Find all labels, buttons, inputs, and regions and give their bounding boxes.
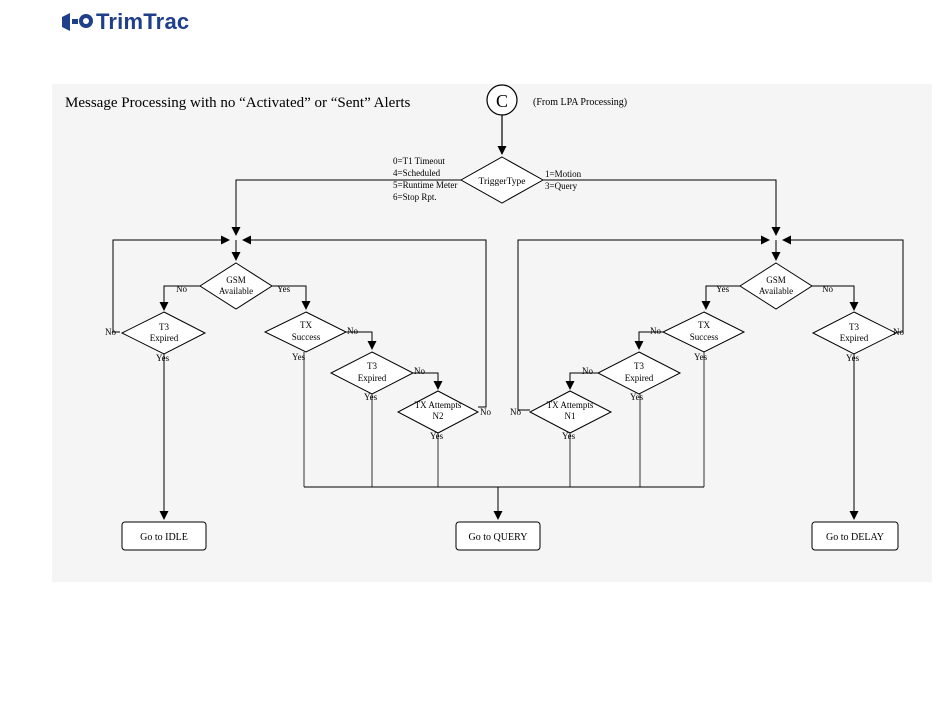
right-txa-yes-label: Yes — [562, 431, 576, 441]
right-t3-no-label: No — [893, 327, 904, 337]
diagram-title: Message Processing with no “Activated” o… — [65, 95, 410, 111]
edge-right-txa-no-loop — [517, 235, 770, 411]
trigger-right-line: 3=Query — [545, 181, 578, 191]
trigger-left-line: 6=Stop Rpt. — [393, 192, 437, 202]
right-tx-yes-label: Yes — [694, 352, 708, 362]
left-tx-label: Success — [292, 332, 321, 342]
terminal-delay — [811, 521, 899, 551]
right-tx-label: Success — [690, 332, 719, 342]
left-gsm-label: GSM — [226, 275, 246, 285]
edge-trigger-left — [231, 179, 461, 236]
edge-right-t3-no-loop — [782, 235, 904, 333]
left-t3-label: T3 — [159, 322, 169, 332]
right-t3b-no-label: No — [582, 366, 593, 376]
left-t3b-yes-label: Yes — [364, 392, 378, 402]
left-t3-label: Expired — [150, 333, 179, 343]
right-gsm-label: Available — [759, 286, 793, 296]
left-t3b-label: T3 — [367, 361, 377, 371]
trigger-left-line: 0=T1 Timeout — [393, 156, 445, 166]
right-txa-label: TX Attempts — [547, 400, 594, 410]
edge-right-gsm-yes — [701, 285, 740, 310]
edge-right-t3b-no — [565, 372, 598, 390]
right-t3b-label: Expired — [625, 373, 654, 383]
left-txa-label: N2 — [433, 411, 444, 421]
edge-right-gsm-no — [812, 285, 859, 311]
left-gsm-yes-label: Yes — [277, 284, 291, 294]
terminal-idle — [121, 521, 207, 551]
right-t3b-yes-label: Yes — [630, 392, 644, 402]
edge-left-t3b-no — [413, 372, 443, 390]
trigger-left-line: 5=Runtime Meter — [393, 180, 457, 190]
brand-logo: TrimTrac — [60, 8, 189, 36]
right-txa-label: N1 — [565, 411, 576, 421]
edge-left-gsm-no — [159, 285, 200, 311]
left-t3b-no-label: No — [414, 366, 425, 376]
left-txa-no-label: No — [480, 407, 491, 417]
edge-trigger-right — [543, 179, 781, 236]
right-gsm-yes-label: Yes — [716, 284, 730, 294]
left-tx-label: TX — [300, 320, 312, 330]
left-t3b-label: Expired — [358, 373, 387, 383]
right-t3-label: Expired — [840, 333, 869, 343]
left-txa-yes-label: Yes — [430, 431, 444, 441]
trimtrac-logo-icon — [62, 13, 93, 31]
right-gsm-no-label: No — [822, 284, 833, 294]
left-tx-decision — [263, 311, 348, 353]
terminal-query — [455, 521, 541, 551]
terminal-idle-label: Go to IDLE — [140, 532, 188, 543]
edge-left-txa-no-loop — [242, 235, 487, 408]
terminal-query-label: Go to QUERY — [469, 532, 528, 543]
left-tx-no-label: No — [347, 326, 358, 336]
left-gsm-decision — [199, 262, 273, 310]
right-gsm-decision — [739, 262, 813, 310]
trigger-type-label: TriggerType — [478, 177, 525, 187]
edge-left-gsm-yes — [272, 285, 311, 310]
left-t3-no-label: No — [105, 327, 116, 337]
trigger-right-line: 1=Motion — [545, 169, 582, 179]
trigger-left-line: 4=Scheduled — [393, 168, 441, 178]
connector-c-label: C — [496, 91, 508, 111]
logo-text: TrimTrac — [96, 9, 190, 34]
edge-left-tx-no — [346, 331, 377, 350]
left-gsm-no-label: No — [176, 284, 187, 294]
right-txa-no-label: No — [510, 407, 521, 417]
right-t3b-label: T3 — [634, 361, 644, 371]
right-tx-label: TX — [698, 320, 710, 330]
right-t3b-decision — [596, 351, 682, 395]
right-t3-label: T3 — [849, 322, 859, 332]
connector-note: (From LPA Processing) — [533, 97, 627, 108]
left-gsm-label: Available — [219, 286, 253, 296]
left-t3-yes-label: Yes — [156, 353, 170, 363]
right-tx-no-label: No — [650, 326, 661, 336]
left-tx-yes-label: Yes — [292, 352, 306, 362]
edge-right-tx-no — [634, 331, 663, 350]
left-txa-label: TX Attempts — [415, 400, 462, 410]
edge-left-t3-no-loop — [112, 235, 230, 333]
terminal-delay-label: Go to DELAY — [826, 532, 884, 543]
trigger-type-decision — [459, 156, 545, 204]
right-t3-yes-label: Yes — [846, 353, 860, 363]
right-gsm-label: GSM — [766, 275, 786, 285]
